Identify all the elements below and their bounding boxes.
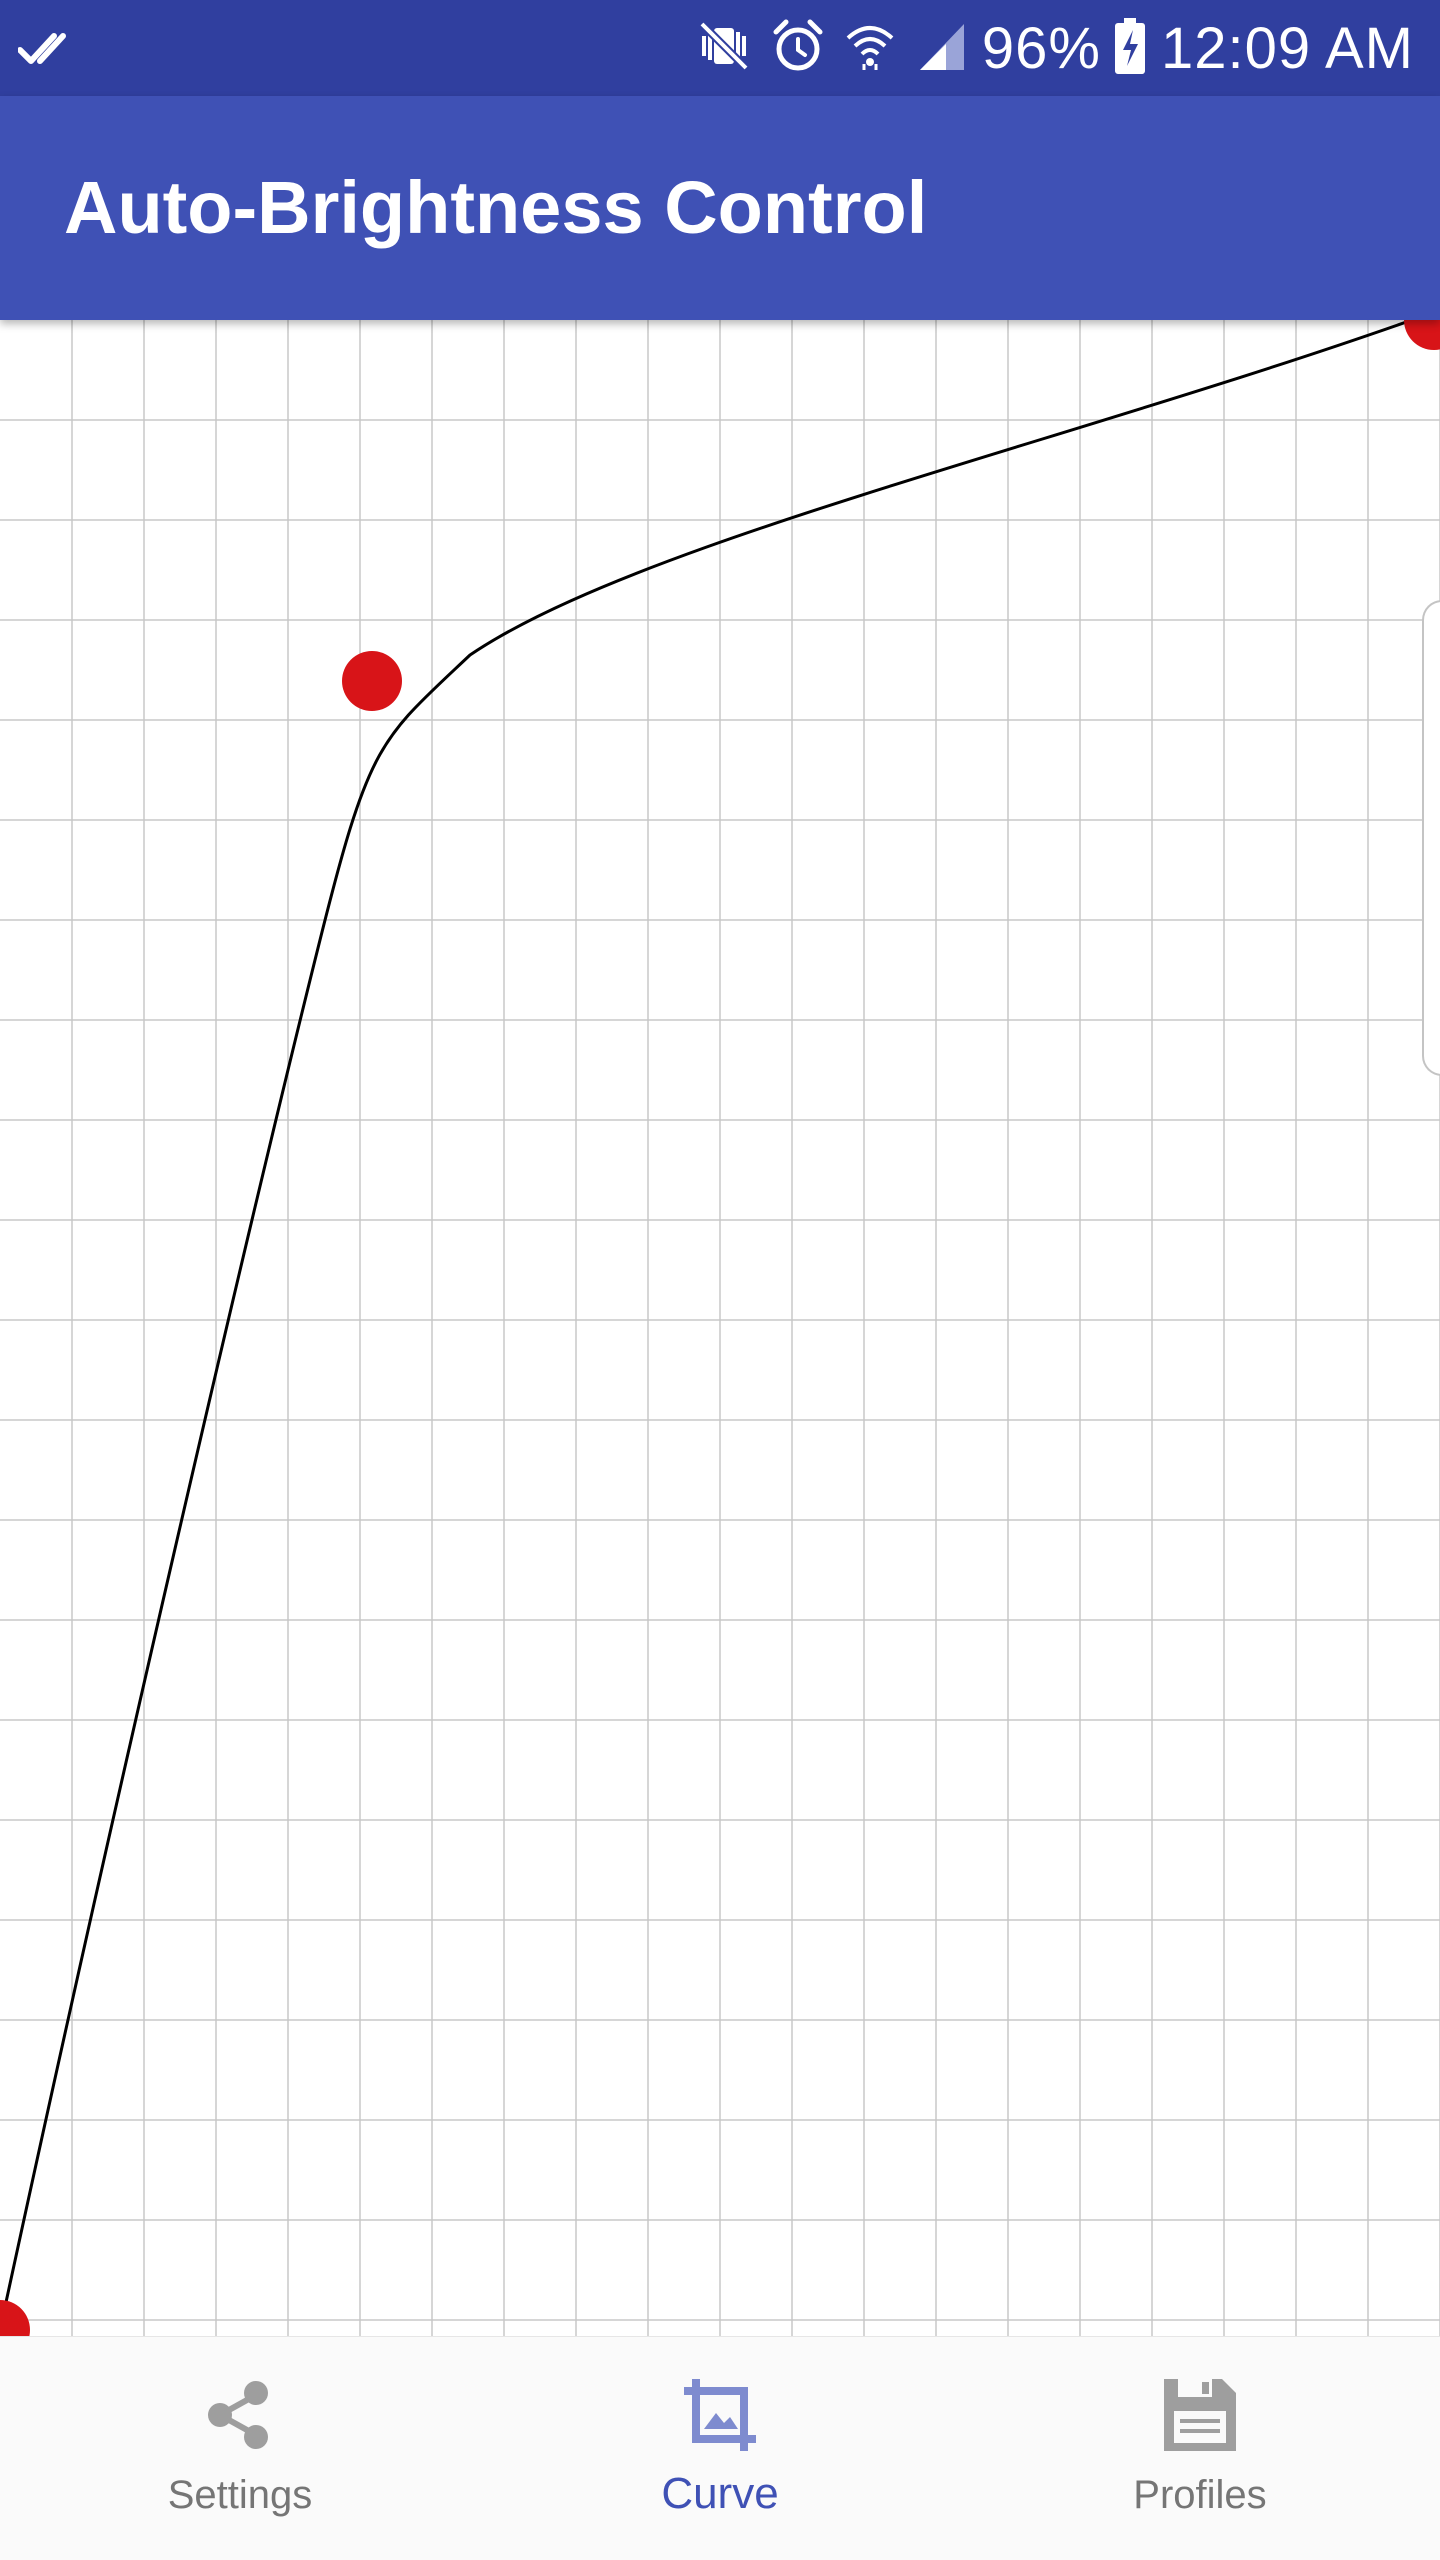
nav-profiles[interactable]: Profiles: [960, 2337, 1440, 2560]
mute-vibrate-icon: [696, 18, 752, 79]
nav-curve[interactable]: Curve: [480, 2337, 960, 2560]
grid-lines: [0, 320, 1440, 2336]
status-bar: 96% 12:09 AM: [0, 0, 1440, 96]
side-drawer-handle[interactable]: [1422, 600, 1440, 1076]
battery-charging-icon: [1113, 16, 1147, 81]
nav-settings[interactable]: Settings: [0, 2337, 480, 2560]
crop-icon: [684, 2379, 756, 2451]
curve-graph[interactable]: [0, 320, 1440, 2336]
control-point-middle[interactable]: [342, 651, 402, 711]
nav-label-profiles: Profiles: [1133, 2473, 1267, 2517]
clock: 12:09 AM: [1160, 15, 1414, 81]
double-check-icon: [17, 26, 78, 70]
control-point-end[interactable]: [1404, 320, 1440, 350]
curve-canvas[interactable]: [0, 320, 1440, 2336]
nav-label-settings: Settings: [167, 2473, 313, 2517]
share-icon: [208, 2381, 268, 2449]
status-icons: 96% 12:09 AM: [676, 0, 1414, 96]
alarm-icon: [772, 18, 824, 79]
save-icon: [1164, 2379, 1236, 2451]
brightness-curve: [0, 320, 1417, 2331]
wifi-icon: [844, 18, 896, 79]
battery-percent: 96%: [981, 15, 1101, 81]
nav-label-curve: Curve: [661, 2469, 779, 2518]
signal-icon: [916, 18, 968, 79]
app-bar: Auto-Brightness Control: [0, 96, 1440, 320]
control-point-start[interactable]: [0, 2300, 30, 2336]
bottom-navigation: Settings Curve Profiles: [0, 2336, 1440, 2560]
page-title: Auto-Brightness Control: [64, 166, 928, 249]
